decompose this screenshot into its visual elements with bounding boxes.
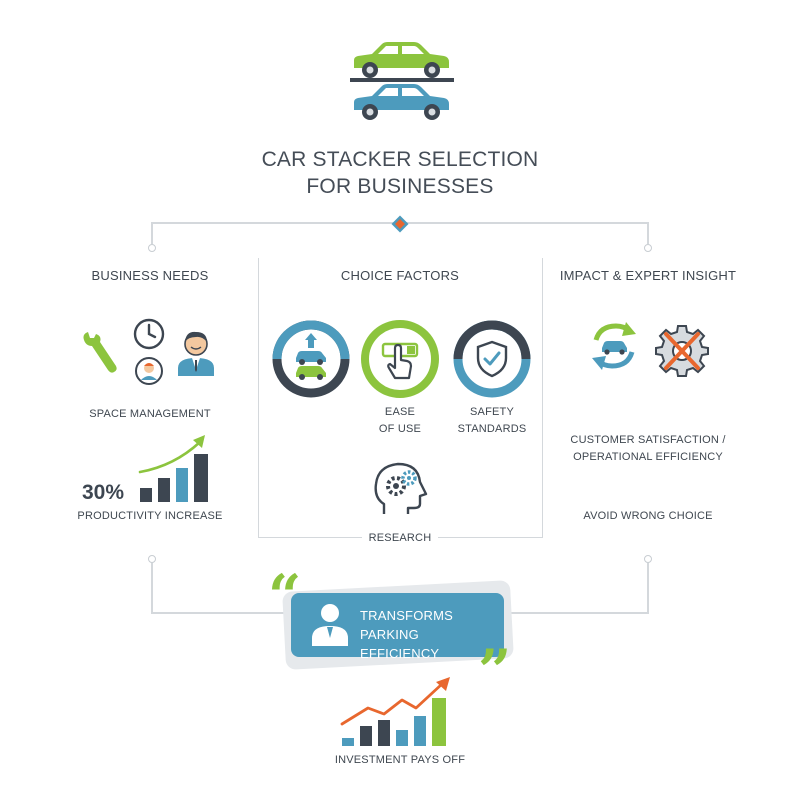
productivity-stat-value: 30% (82, 481, 125, 504)
center-box-left (258, 258, 259, 537)
safety-standards-label: SAFETY STANDARDS (452, 404, 532, 438)
diamond-icon (391, 215, 409, 233)
right-top-node (644, 244, 652, 252)
choice-factors-heading: CHOICE FACTORS (340, 268, 460, 283)
center-box-bottom-left (258, 537, 362, 538)
productivity-stat-label: PRODUCTIVITY INCREASE (77, 510, 223, 522)
left-top-node (148, 244, 156, 252)
quote-banner (291, 593, 504, 657)
left-bottom-connector (151, 612, 291, 614)
safety-line-2: STANDARDS (457, 423, 527, 435)
ease-of-use-label: EASE OF USE (360, 404, 440, 438)
research-head-icon (374, 462, 428, 514)
investment-label: INVESTMENT PAYS OFF (334, 754, 466, 766)
impact-heading: IMPACT & EXPERT INSIGHT (559, 268, 737, 283)
stacker-ring-icon (272, 320, 350, 398)
ease-of-use-icon (361, 320, 439, 398)
quote-line-2: EFFICIENCY (360, 646, 440, 661)
left-bottom-node (148, 555, 156, 563)
speaker-person-icon (312, 604, 348, 646)
clock-icon (133, 318, 165, 350)
center-box-bottom-right (438, 537, 543, 538)
gear-cross-icon (655, 325, 709, 377)
safety-shield-icon (453, 320, 531, 398)
person-icon (135, 357, 163, 385)
business-needs-heading: BUSINESS NEEDS (91, 268, 209, 283)
page-title: CAR STACKER SELECTION FOR BUSINESSES (0, 146, 800, 200)
open-quote-icon: “ (268, 562, 302, 630)
space-management-label: SPACE MANAGEMENT (89, 408, 211, 420)
left-top-drop (151, 222, 153, 244)
right-top-drop (647, 222, 649, 244)
investment-chart-icon (340, 677, 450, 746)
right-bottom-node (644, 555, 652, 563)
ease-line-2: OF USE (378, 423, 422, 435)
ease-line-1: EASE (384, 406, 416, 418)
right-bottom-drop (647, 563, 649, 613)
safety-line-1: SAFETY (470, 406, 514, 418)
research-label: RESEARCH (368, 532, 432, 544)
satisfaction-line-1: CUSTOMER SATISFACTION / (570, 434, 726, 446)
satisfaction-line-2: OPERATIONAL EFFICIENCY (573, 451, 723, 463)
satisfaction-label: CUSTOMER SATISFACTION / OPERATIONAL EFFI… (550, 432, 746, 466)
businessman-icon (178, 331, 214, 376)
cycle-car-icon (592, 322, 636, 370)
title-line-2: FOR BUSINESSES (306, 175, 494, 198)
wrench-icon (83, 332, 117, 373)
growth-chart-icon (138, 435, 208, 502)
left-bottom-drop (151, 563, 153, 613)
close-quote-icon: ” (478, 637, 512, 705)
quote-line-1: TRANSFORMS PARKING (360, 608, 453, 642)
right-bottom-connector (510, 612, 649, 614)
center-box-right (542, 258, 543, 537)
avoid-wrong-choice-label: AVOID WRONG CHOICE (583, 510, 713, 522)
title-line-1: CAR STACKER SELECTION (261, 148, 539, 171)
quote-text: TRANSFORMS PARKING EFFICIENCY (360, 606, 500, 663)
stacked-cars-icon (350, 42, 454, 120)
